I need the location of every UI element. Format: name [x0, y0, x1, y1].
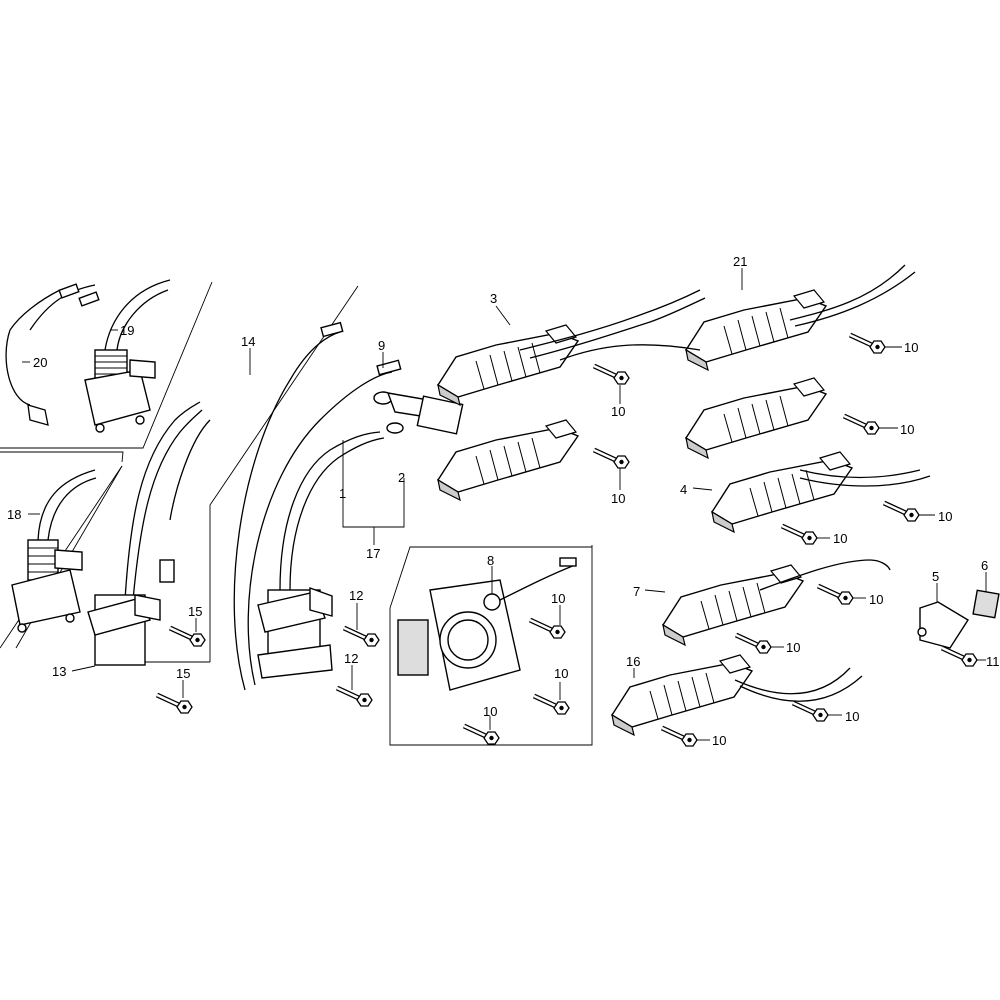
label-10g: 10	[869, 592, 883, 607]
label-10k: 10	[551, 591, 565, 606]
label-14: 14	[241, 334, 255, 349]
spark-plug-cap-2	[373, 391, 464, 435]
label-18: 18	[7, 507, 21, 522]
charge-coil-7	[662, 564, 804, 646]
label-12b: 12	[344, 651, 358, 666]
label-13: 13	[52, 664, 66, 679]
label-10e: 10	[938, 509, 952, 524]
label-19: 19	[120, 323, 134, 338]
label-11: 11	[986, 654, 1000, 669]
label-10b: 10	[611, 491, 625, 506]
stator-base-8	[397, 557, 577, 691]
ignition-coil-12-side	[257, 431, 385, 679]
label-20: 20	[33, 355, 47, 370]
wire-9	[247, 359, 402, 686]
label-5: 5	[932, 569, 939, 584]
charge-coil-3-upper	[437, 324, 579, 406]
charge-coil-mid	[685, 377, 827, 459]
bracket-5	[917, 601, 969, 649]
label-3: 3	[490, 291, 497, 306]
label-10f: 10	[833, 531, 847, 546]
label-9: 9	[378, 338, 385, 353]
leader-lines	[22, 268, 987, 741]
label-1: 1	[339, 486, 346, 501]
wire-14	[233, 321, 344, 691]
label-10m: 10	[483, 704, 497, 719]
label-12a: 12	[349, 588, 363, 603]
label-21: 21	[733, 254, 747, 269]
coil-wires	[519, 264, 931, 702]
label-2: 2	[398, 470, 405, 485]
cover-6	[972, 589, 1000, 619]
label-10c: 10	[904, 340, 918, 355]
label-10i: 10	[845, 709, 859, 724]
label-17: 17	[366, 546, 380, 561]
ignition-coil-19-assembly	[5, 279, 171, 433]
label-6: 6	[981, 558, 988, 573]
label-4: 4	[680, 482, 687, 497]
label-10a: 10	[611, 404, 625, 419]
label-10l: 10	[554, 666, 568, 681]
label-10h: 10	[786, 640, 800, 655]
charge-coil-21	[685, 289, 827, 371]
label-16: 16	[626, 654, 640, 669]
label-10j: 10	[712, 733, 726, 748]
label-10d: 10	[900, 422, 914, 437]
charge-coil-3-lower	[437, 419, 579, 501]
ignition-coil-13	[87, 401, 211, 666]
label-8: 8	[487, 553, 494, 568]
label-7: 7	[633, 584, 640, 599]
part-labels: 3 21 10 10 10 10 10 10 10 10 10 10 10 10…	[7, 254, 1000, 748]
label-15a: 15	[188, 604, 202, 619]
charge-coil-4	[711, 451, 853, 533]
ignition-coil-18-assembly	[11, 469, 97, 633]
label-15b: 15	[176, 666, 190, 681]
